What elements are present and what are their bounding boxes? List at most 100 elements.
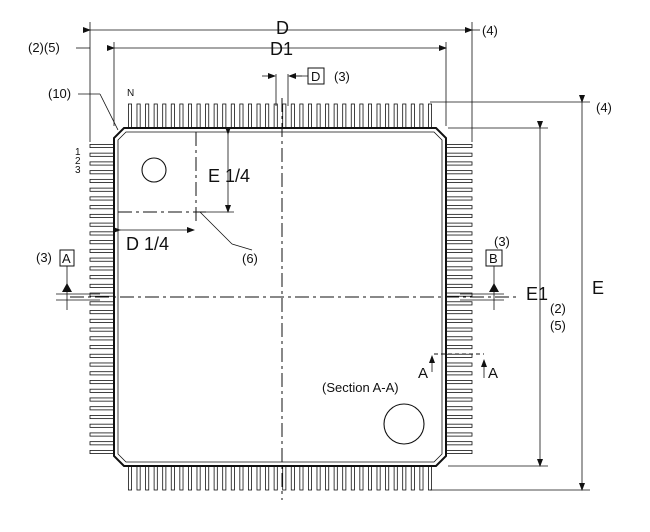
left-pin — [89, 310, 115, 315]
left-pin — [89, 423, 115, 428]
bottom-pin — [265, 465, 270, 491]
top-pin — [290, 103, 295, 129]
bottom-pin — [290, 465, 295, 491]
bottom-pin — [376, 465, 381, 491]
top-pin — [256, 103, 261, 129]
top-pin — [136, 103, 141, 129]
bottom-pin — [307, 465, 312, 491]
datum-label-d: D — [311, 69, 320, 84]
left-pin — [89, 152, 115, 157]
left-pin — [89, 415, 115, 420]
top-pin — [127, 103, 132, 129]
top-pin — [265, 103, 270, 129]
bottom-pin — [402, 465, 407, 491]
right-pin — [445, 275, 473, 280]
dim-label-e: E — [592, 278, 604, 298]
left-pin — [89, 213, 115, 218]
bottom-pin — [385, 465, 390, 491]
right-pin — [445, 178, 473, 183]
right-pin — [445, 301, 473, 306]
left-pin — [89, 432, 115, 437]
bottom-pin — [247, 465, 252, 491]
top-pin — [410, 103, 415, 129]
datum-d-box — [307, 67, 325, 85]
left-pin — [89, 248, 115, 253]
right-pin — [445, 161, 473, 166]
bottom-pin — [187, 465, 192, 491]
top-pin — [316, 103, 321, 129]
note-3-left: (3) — [36, 250, 52, 265]
right-pin — [445, 371, 473, 376]
datum-label-b: B — [489, 251, 498, 266]
right-pin — [445, 441, 473, 446]
right-pin — [445, 205, 473, 210]
pin1-index-mark — [141, 157, 167, 183]
top-pin — [247, 103, 252, 129]
top-pin — [333, 103, 338, 129]
right-pin — [445, 415, 473, 420]
right-pin — [445, 310, 473, 315]
left-pin — [89, 275, 115, 280]
top-pin — [222, 103, 227, 129]
bottom-pin-row — [127, 465, 432, 491]
top-pin — [205, 103, 210, 129]
right-pin — [445, 406, 473, 411]
bottom-pin — [162, 465, 167, 491]
left-pin — [89, 345, 115, 350]
right-pin — [445, 231, 473, 236]
top-pin — [282, 103, 287, 129]
dim-label-d: D — [276, 18, 289, 38]
right-pin — [445, 170, 473, 175]
bottom-pin — [222, 465, 227, 491]
left-pin — [89, 222, 115, 227]
right-pin-row — [445, 143, 473, 454]
top-pin — [307, 103, 312, 129]
left-pin — [89, 353, 115, 358]
left-pin — [89, 397, 115, 402]
dim-label-e-quarter: E 1/4 — [208, 166, 250, 186]
bottom-pin — [367, 465, 372, 491]
top-pin — [359, 103, 364, 129]
left-pin — [89, 196, 115, 201]
top-pin — [402, 103, 407, 129]
bottom-pin — [299, 465, 304, 491]
left-pin — [89, 318, 115, 323]
top-pin — [299, 103, 304, 129]
right-pin — [445, 388, 473, 393]
note-10: (10) — [48, 86, 71, 101]
left-pin — [89, 170, 115, 175]
bottom-pin — [170, 465, 175, 491]
left-pin — [89, 143, 115, 148]
right-pin — [445, 283, 473, 288]
bottom-pin — [410, 465, 415, 491]
left-pin — [89, 283, 115, 288]
bottom-pin — [127, 465, 132, 491]
top-pin — [385, 103, 390, 129]
right-pin — [445, 143, 473, 148]
top-pin-row — [127, 103, 432, 129]
top-pin — [196, 103, 201, 129]
section-label-a-left: A — [418, 365, 428, 382]
left-pin — [89, 362, 115, 367]
top-pin — [273, 103, 278, 129]
package-body-inner-edge — [117, 131, 443, 463]
left-pin — [89, 292, 115, 297]
left-pin — [89, 301, 115, 306]
top-pin — [427, 103, 432, 129]
top-pin — [162, 103, 167, 129]
top-pin — [145, 103, 150, 129]
top-pin — [342, 103, 347, 129]
right-pin — [445, 257, 473, 262]
top-pin — [325, 103, 330, 129]
bottom-pin — [282, 465, 287, 491]
right-pin — [445, 380, 473, 385]
left-pin — [89, 388, 115, 393]
right-pin — [445, 353, 473, 358]
bottom-pin — [230, 465, 235, 491]
top-pin — [419, 103, 424, 129]
datum-label-a: A — [62, 251, 71, 266]
top-pin — [239, 103, 244, 129]
left-pin — [89, 336, 115, 341]
right-pin — [445, 432, 473, 437]
note-2-5-left: (2)(5) — [28, 40, 60, 55]
